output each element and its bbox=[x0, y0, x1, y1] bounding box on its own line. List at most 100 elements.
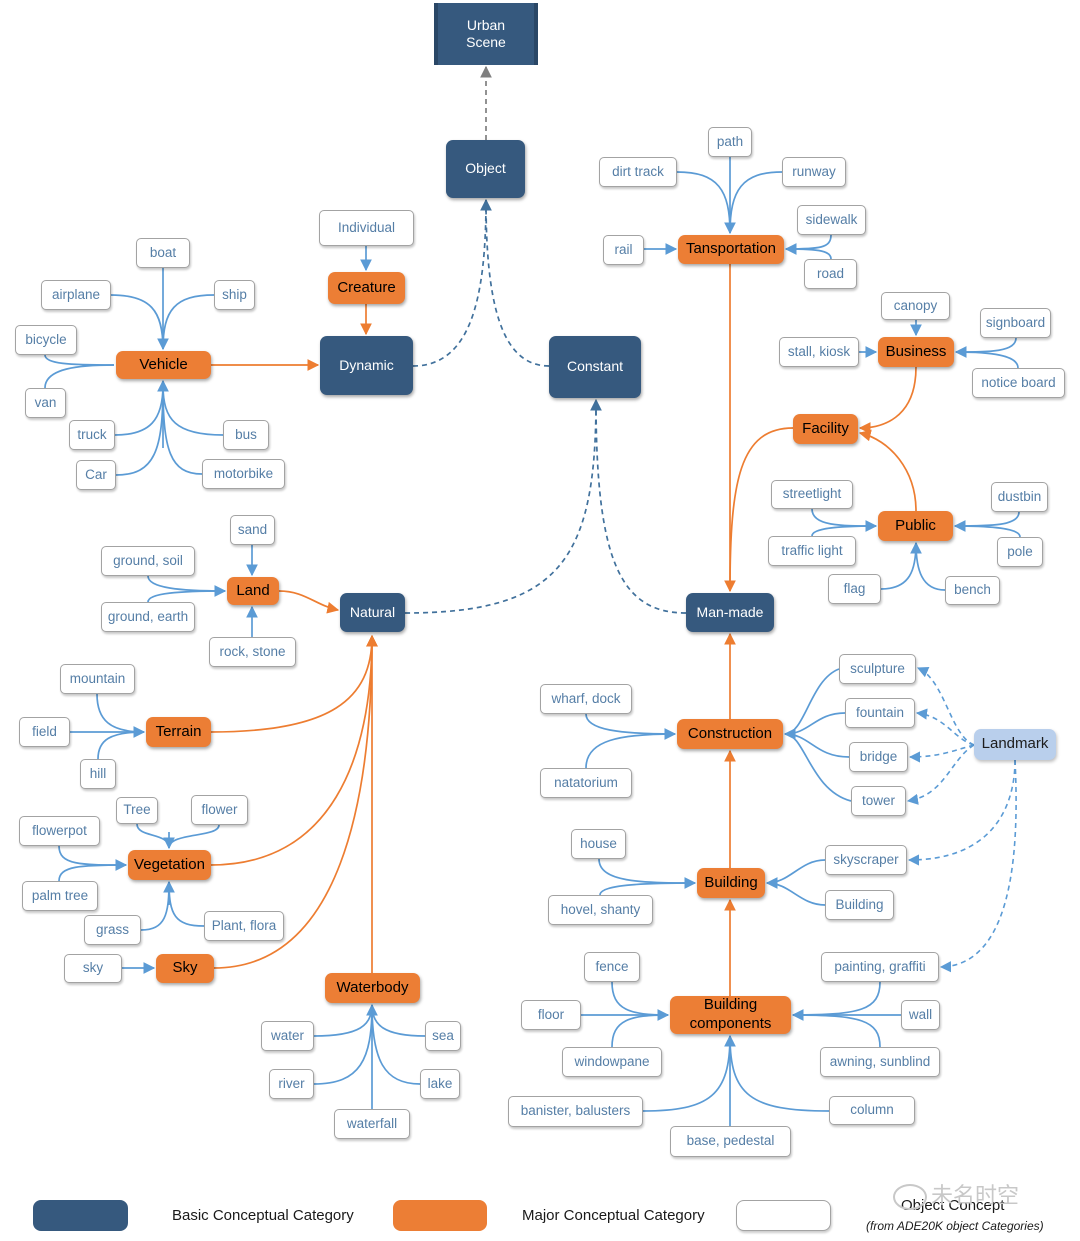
concept-water: water bbox=[261, 1021, 314, 1051]
concept-individual: Individual bbox=[319, 210, 414, 246]
connector-19 bbox=[147, 575, 226, 592]
watermark-icon bbox=[893, 1184, 927, 1211]
connector-87 bbox=[915, 708, 975, 746]
connector-42 bbox=[313, 1004, 373, 1085]
connector-14 bbox=[114, 384, 164, 436]
building-node: Building bbox=[697, 868, 765, 898]
concept-windowpane: windowpane bbox=[562, 1047, 662, 1077]
connector-41 bbox=[371, 1004, 426, 1037]
concept-river: river bbox=[269, 1069, 314, 1099]
concept-fence: fence bbox=[584, 952, 640, 982]
connector-88 bbox=[908, 744, 975, 763]
connector-23 bbox=[96, 693, 145, 733]
connector-57 bbox=[811, 508, 877, 527]
concept-field: field bbox=[19, 717, 70, 747]
connector-4 bbox=[595, 399, 687, 614]
connector-30 bbox=[58, 845, 127, 866]
concept-truck: truck bbox=[69, 420, 115, 450]
connector-15 bbox=[162, 384, 224, 436]
connector-81 bbox=[791, 1009, 881, 1048]
legend-basic-label: Basic Conceptual Category bbox=[172, 1207, 354, 1224]
connector-48 bbox=[785, 234, 832, 250]
concept-rock-stone: rock, stone bbox=[209, 637, 296, 667]
connector-89 bbox=[906, 744, 975, 805]
concept-palm-tree: palm tree bbox=[22, 881, 98, 911]
connector-56 bbox=[729, 427, 794, 592]
concept-ground-earth: ground, earth bbox=[101, 602, 195, 632]
vegetation-node: Vegetation bbox=[128, 850, 211, 880]
concept-sidewalk: sidewalk bbox=[797, 205, 866, 235]
concept-stall-kiosk: stall, kiosk bbox=[779, 337, 859, 367]
concept-natatorium: natatorium bbox=[540, 768, 632, 798]
connector-78 bbox=[611, 1014, 669, 1048]
connector-84 bbox=[729, 1035, 830, 1112]
connector-33 bbox=[140, 881, 170, 931]
legend-basic-swatch bbox=[33, 1200, 128, 1231]
connector-73 bbox=[766, 859, 826, 884]
connector-79 bbox=[792, 981, 881, 1016]
connector-31 bbox=[58, 859, 128, 882]
connector-64 bbox=[585, 713, 676, 735]
concept-path: path bbox=[708, 127, 752, 157]
man-made-node: Man-made bbox=[686, 593, 774, 632]
connector-71 bbox=[598, 858, 696, 884]
concept-boat: boat bbox=[136, 238, 190, 268]
connector-59 bbox=[954, 511, 1020, 527]
concept-skyscraper: skyscraper bbox=[825, 845, 907, 875]
connector-16 bbox=[115, 384, 164, 476]
concept-motorbike: motorbike bbox=[202, 459, 285, 489]
connector-22 bbox=[278, 590, 340, 614]
creature-node: Creature bbox=[328, 272, 405, 304]
connector-91 bbox=[939, 759, 1017, 973]
concept-wall: wall bbox=[901, 1000, 940, 1030]
terrain-node: Terrain bbox=[146, 717, 211, 747]
concept-floor: floor bbox=[521, 1000, 581, 1030]
business-node: Business bbox=[878, 337, 954, 367]
concept-bridge: bridge bbox=[849, 742, 908, 772]
legend-concept-label: Object Concept bbox=[901, 1197, 1005, 1214]
concept-fountain: fountain bbox=[845, 698, 915, 728]
concept-runway: runway bbox=[782, 157, 846, 187]
concept-wharf-dock: wharf, dock bbox=[540, 684, 632, 714]
watermark: 未名时空 bbox=[893, 1178, 1019, 1211]
concept-sea: sea bbox=[425, 1021, 461, 1051]
connector-1 bbox=[412, 198, 492, 367]
concept-canopy: canopy bbox=[881, 292, 950, 320]
connector-35 bbox=[210, 634, 378, 866]
concept-signboard: signboard bbox=[980, 308, 1051, 338]
connector-86 bbox=[916, 666, 975, 746]
connector-26 bbox=[210, 634, 378, 733]
concept-flowerpot: flowerpot bbox=[19, 816, 100, 846]
concept-rail: rail bbox=[603, 235, 644, 265]
concept-sky: sky bbox=[64, 954, 122, 983]
connector-55 bbox=[858, 366, 917, 434]
concept-streetlight: streetlight bbox=[771, 480, 853, 509]
connector-90 bbox=[907, 759, 1016, 866]
urban-scene-node: Urban Scene bbox=[434, 3, 538, 65]
connector-46 bbox=[729, 171, 783, 234]
legend-major-swatch bbox=[393, 1200, 487, 1231]
concept-sculpture: sculpture bbox=[839, 654, 916, 684]
concept-dustbin: dustbin bbox=[991, 482, 1048, 512]
dynamic-node: Dynamic bbox=[320, 336, 413, 395]
concept-bicycle: bicycle bbox=[15, 325, 77, 355]
connector-40 bbox=[313, 1004, 373, 1037]
concept-sand: sand bbox=[230, 515, 275, 545]
connector-45 bbox=[676, 171, 731, 234]
concept-ship: ship bbox=[214, 280, 255, 310]
connector-3 bbox=[404, 398, 602, 614]
concept-plant-flora: Plant, flora bbox=[204, 911, 284, 941]
connector-34 bbox=[168, 881, 205, 927]
connector-43 bbox=[371, 1004, 421, 1085]
concept-flag: flag bbox=[828, 574, 881, 604]
connector-61 bbox=[880, 542, 917, 590]
concept-hill: hill bbox=[80, 759, 116, 789]
connector-65 bbox=[585, 728, 677, 769]
concept-dirt-track: dirt track bbox=[599, 157, 677, 187]
transportation-node: Tansportation bbox=[678, 235, 784, 264]
concept-column: column bbox=[829, 1096, 915, 1125]
connector-54 bbox=[954, 346, 1019, 369]
concept-awning-sunblind: awning, sunblind bbox=[820, 1047, 940, 1077]
